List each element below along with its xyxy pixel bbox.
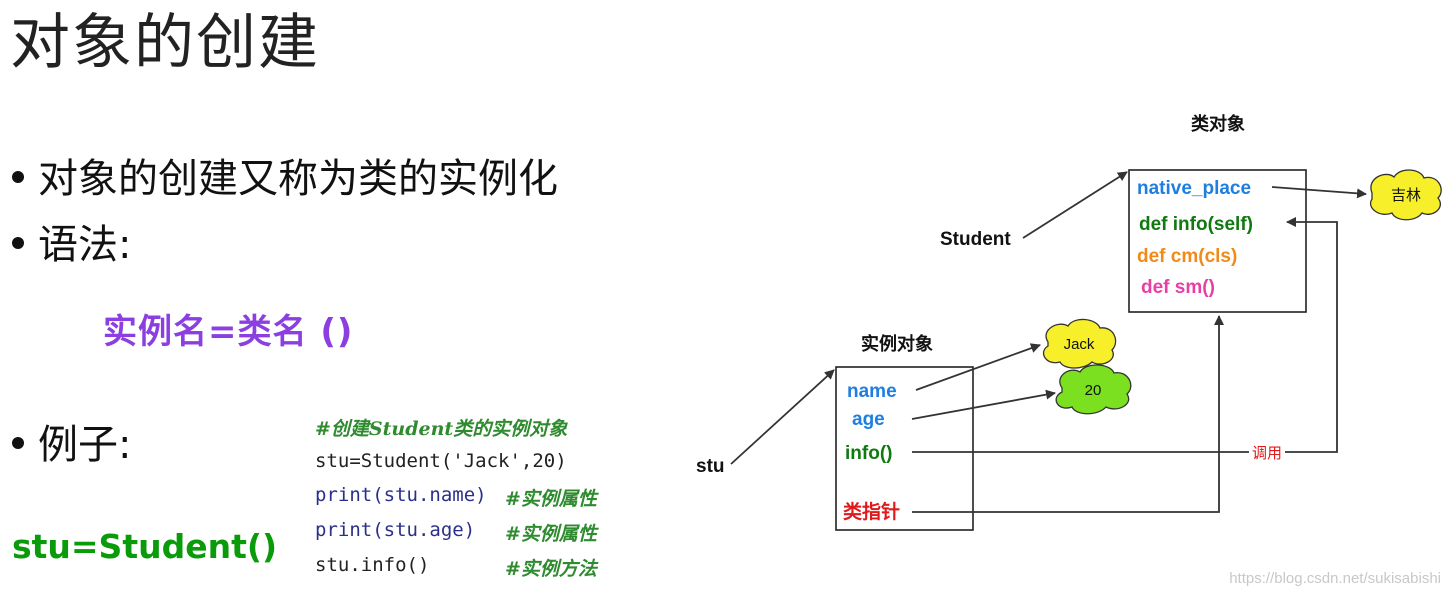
native-place-cloud: 吉林 xyxy=(1369,169,1442,221)
instance-member-name: name xyxy=(847,381,897,402)
age-arrow xyxy=(911,389,1056,420)
instance-member-age: age xyxy=(852,409,885,430)
age-value: 20 xyxy=(1085,382,1102,399)
class-ref-arrow xyxy=(1022,171,1128,239)
instance-object-box xyxy=(835,366,974,531)
bullet-dot xyxy=(12,171,24,183)
code-line-constructor: stu=Student('Jack',20) xyxy=(315,450,567,472)
bullet-text: 语法: xyxy=(38,222,132,268)
class-object-label: 类对象 xyxy=(1191,113,1245,134)
syntax-formula: 实例名=类名 () xyxy=(103,312,354,352)
age-value-cloud: 20 xyxy=(1055,364,1132,415)
name-value: Jack xyxy=(1064,336,1095,353)
info-call-arrow xyxy=(912,217,1338,453)
name-arrow xyxy=(915,343,1041,391)
class-pointer-arrow xyxy=(912,315,1224,513)
class-object-box xyxy=(1128,169,1307,313)
instance-member-info: info() xyxy=(845,443,892,464)
bullet-dot xyxy=(12,237,24,249)
bullet-syntax: 语法: xyxy=(12,212,131,270)
page-title: 对象的创建 xyxy=(10,8,320,78)
native-place-arrow xyxy=(1271,186,1367,199)
watermark: https://blog.csdn.net/sukisabishi xyxy=(1229,570,1441,587)
bullet-instantiation: 对象的创建又称为类的实例化 xyxy=(12,146,558,204)
code-line-print-age: print(stu.age) xyxy=(315,519,476,541)
class-ref-label: Student xyxy=(940,229,1011,250)
code-comment-instance-attr: #实例属性 xyxy=(505,523,597,545)
call-label-bg xyxy=(1249,443,1285,461)
class-member-cm: def cm(cls) xyxy=(1137,246,1237,267)
instance-member-class-pointer: 类指针 xyxy=(843,500,900,523)
native-place-value: 吉林 xyxy=(1391,187,1421,204)
code-line-print-name: print(stu.name) xyxy=(315,484,487,506)
bullet-example: 例子: xyxy=(12,412,131,470)
instance-object-label: 实例对象 xyxy=(861,333,933,354)
class-member-info: def info(self) xyxy=(1139,214,1253,235)
class-member-native-place: native_place xyxy=(1137,178,1251,199)
name-value-cloud: Jack xyxy=(1043,318,1117,369)
call-label: 调用 xyxy=(1252,445,1282,462)
instance-ref-arrow xyxy=(730,369,835,465)
code-comment-create: #创建Student类的实例对象 xyxy=(315,418,568,440)
example-statement: stu=Student() xyxy=(12,527,278,566)
instance-ref-label: stu xyxy=(696,456,725,477)
code-comment-instance-method: #实例方法 xyxy=(505,558,597,580)
bullet-text: 例子: xyxy=(38,422,132,468)
bullet-dot xyxy=(12,437,24,449)
code-line-info-call: stu.info() xyxy=(315,554,430,576)
code-comment-instance-attr: #实例属性 xyxy=(505,488,597,510)
bullet-text: 对象的创建又称为类的实例化 xyxy=(38,156,558,202)
class-member-sm: def sm() xyxy=(1141,277,1215,298)
